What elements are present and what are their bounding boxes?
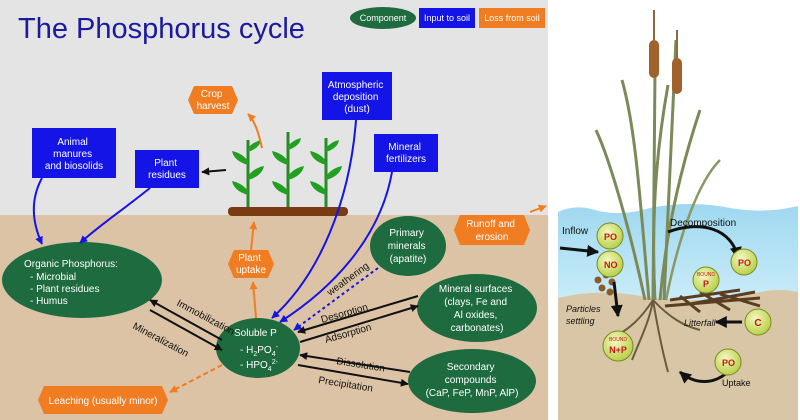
decomposition-label: Decomposition bbox=[670, 218, 736, 229]
uptake-to-crop-arrow bbox=[249, 221, 258, 251]
soluble-p-label: Soluble P - H2PO4- - HPO42- bbox=[234, 328, 281, 373]
mineral-fertilizers-label: Mineral fertilizers bbox=[386, 142, 426, 165]
soluble-to-uptake-arrow bbox=[249, 281, 258, 319]
svg-text:PO: PO bbox=[738, 258, 751, 268]
secondary-compounds-label: Secondary compounds (CaP, FeP, MnP, AlP) bbox=[426, 362, 519, 399]
crop-to-residues-arrow bbox=[201, 167, 227, 176]
legend-input-label: Input to soil bbox=[424, 13, 470, 23]
runoff-erosion-box bbox=[454, 215, 530, 245]
legend-loss-label: Loss from soil bbox=[484, 13, 540, 23]
plant-residues-box bbox=[135, 150, 199, 188]
residues-to-organic-arrow bbox=[79, 187, 151, 244]
inflow-arrow bbox=[559, 244, 600, 257]
svg-text:NO: NO bbox=[604, 260, 618, 270]
adsorption-arrow bbox=[299, 304, 419, 343]
settling-arrow bbox=[610, 281, 623, 318]
to-harvest-arrow bbox=[247, 113, 263, 149]
crop-plants bbox=[228, 132, 348, 216]
legend-loss-swatch bbox=[479, 8, 545, 28]
soil-bed bbox=[228, 207, 348, 216]
plant-uptake-label: Plant uptake bbox=[236, 253, 266, 276]
inflow-label: Inflow bbox=[562, 226, 589, 237]
po4-inflow-bubble: PO bbox=[596, 222, 624, 250]
svg-text:PO: PO bbox=[604, 232, 617, 242]
fertilizer-to-soluble-arrow bbox=[279, 171, 393, 323]
atmospheric-deposition-box bbox=[322, 72, 392, 120]
mineral-surfaces-label: Mineral surfaces (clays, Fe and Al oxide… bbox=[439, 284, 515, 334]
desorption-arrow bbox=[297, 295, 419, 334]
primary-minerals-label: Primary minerals (apatite) bbox=[388, 228, 429, 265]
plant-residues-label: Plant residues bbox=[148, 158, 186, 181]
svg-text:BOUND: BOUND bbox=[609, 337, 627, 343]
svg-text:P: P bbox=[703, 279, 709, 289]
animal-manures-label: Animal manures and biosolids bbox=[45, 137, 103, 172]
svg-text:N+P: N+P bbox=[609, 345, 627, 355]
particles-settling-label: Particles settling bbox=[566, 304, 603, 326]
litter-pile bbox=[664, 288, 761, 314]
animal-manures-box bbox=[32, 128, 116, 178]
litterfall-label: Litterfall bbox=[684, 318, 717, 328]
immobilization-arrow bbox=[149, 299, 223, 341]
roots bbox=[611, 299, 701, 373]
bound-p-bubble: BOUND P bbox=[692, 266, 720, 294]
legend-input-swatch bbox=[419, 8, 475, 28]
dissolution-arrow bbox=[299, 352, 411, 373]
plant-uptake-box bbox=[228, 250, 274, 278]
corn-plant-1 bbox=[232, 140, 264, 207]
organic-phosphorus-label: Organic Phosphorus: - Microbial - Plant … bbox=[24, 259, 121, 307]
crop-harvest-label: Crop harvest bbox=[197, 89, 230, 112]
corn-plant-3 bbox=[310, 138, 342, 207]
mineralization-arrow bbox=[149, 309, 223, 351]
leaching-box bbox=[38, 386, 168, 414]
legend-component-swatch bbox=[350, 7, 416, 29]
svg-text:PO: PO bbox=[722, 358, 735, 368]
cattail-plant bbox=[594, 10, 721, 301]
leaching-arrow bbox=[169, 364, 223, 393]
atmospheric-deposition-label: Atmospheric deposition (dust) bbox=[328, 80, 386, 115]
manure-to-organic-arrow bbox=[32, 177, 43, 245]
leaching-label: Leaching (usually minor) bbox=[49, 396, 158, 407]
decomposition-arrow bbox=[667, 225, 742, 260]
primary-minerals-ellipse bbox=[370, 216, 446, 276]
uptake-label: Uptake bbox=[722, 378, 751, 388]
soluble-p-ellipse bbox=[216, 318, 300, 378]
carbon-bubble: C bbox=[744, 308, 772, 336]
po4-decomposition-bubble: PO bbox=[730, 248, 758, 276]
mineral-fertilizers-box bbox=[374, 134, 438, 172]
legend-component-label: Component bbox=[360, 13, 407, 23]
crop-harvest-box bbox=[188, 86, 238, 114]
no3-bubble: NO bbox=[596, 250, 624, 278]
figure-title: The Phosphorus cycle bbox=[18, 13, 305, 45]
bound-np-bubble: BOUND N+P bbox=[602, 330, 634, 362]
organic-phosphorus-ellipse bbox=[2, 242, 162, 318]
mineral-surfaces-ellipse bbox=[417, 274, 537, 342]
svg-text:BOUND: BOUND bbox=[697, 272, 715, 278]
secondary-compounds-ellipse bbox=[408, 349, 536, 413]
corn-plant-2 bbox=[272, 132, 304, 207]
deposition-to-soluble-arrow bbox=[271, 119, 357, 319]
runoff-arrow bbox=[529, 204, 547, 213]
runoff-erosion-label: Runoff and erosion bbox=[466, 219, 518, 243]
po4-sediment-bubble: PO bbox=[714, 348, 742, 376]
precipitation-arrow bbox=[297, 364, 409, 387]
svg-text:C: C bbox=[754, 318, 761, 329]
